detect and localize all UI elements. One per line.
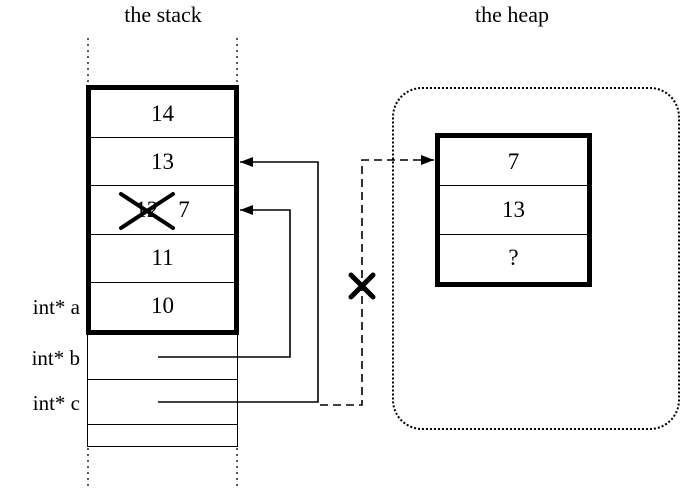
stack-cell-value: 13 [151,148,174,174]
heap-cell-value: ? [508,245,519,271]
stack-title: the stack [124,2,202,27]
heap-cell-value: 13 [502,196,525,222]
cell-stack-bottom [88,425,237,446]
label-int-c: int* c [32,391,80,415]
cell-int-c [88,380,237,425]
heap-cell: ? [440,233,587,282]
stack-cell: 10 [91,281,234,330]
stack-cell: 11 [91,233,234,282]
broken-link-x-icon [348,272,376,300]
heap-cell: 7 [440,138,587,185]
cell-int-b [88,335,237,380]
broken-link-x-icon [348,272,376,300]
stack-cell-old-value: 12 [135,197,159,222]
label-int-a: int* a [32,295,80,319]
stack-cell: 13 [91,137,234,185]
stack-cell-new-value: 7 [178,197,190,222]
stack-frame-box: 14 13 12 7 11 10 [86,85,239,335]
stack-cell-value: 11 [151,245,174,271]
heap-block-box: 7 13 ? [435,133,592,287]
stack-cell-value: 14 [151,100,174,126]
heap-title: the heap [475,2,549,27]
stack-cell-value: 10 [151,293,174,319]
heap-cell-value: 7 [507,148,520,174]
label-int-b: int* b [31,346,80,370]
stack-cell: 14 [91,90,234,137]
heap-cell: 13 [440,185,587,233]
stack-pointer-cells [87,335,238,447]
stack-cell-modified: 12 7 [91,185,234,233]
